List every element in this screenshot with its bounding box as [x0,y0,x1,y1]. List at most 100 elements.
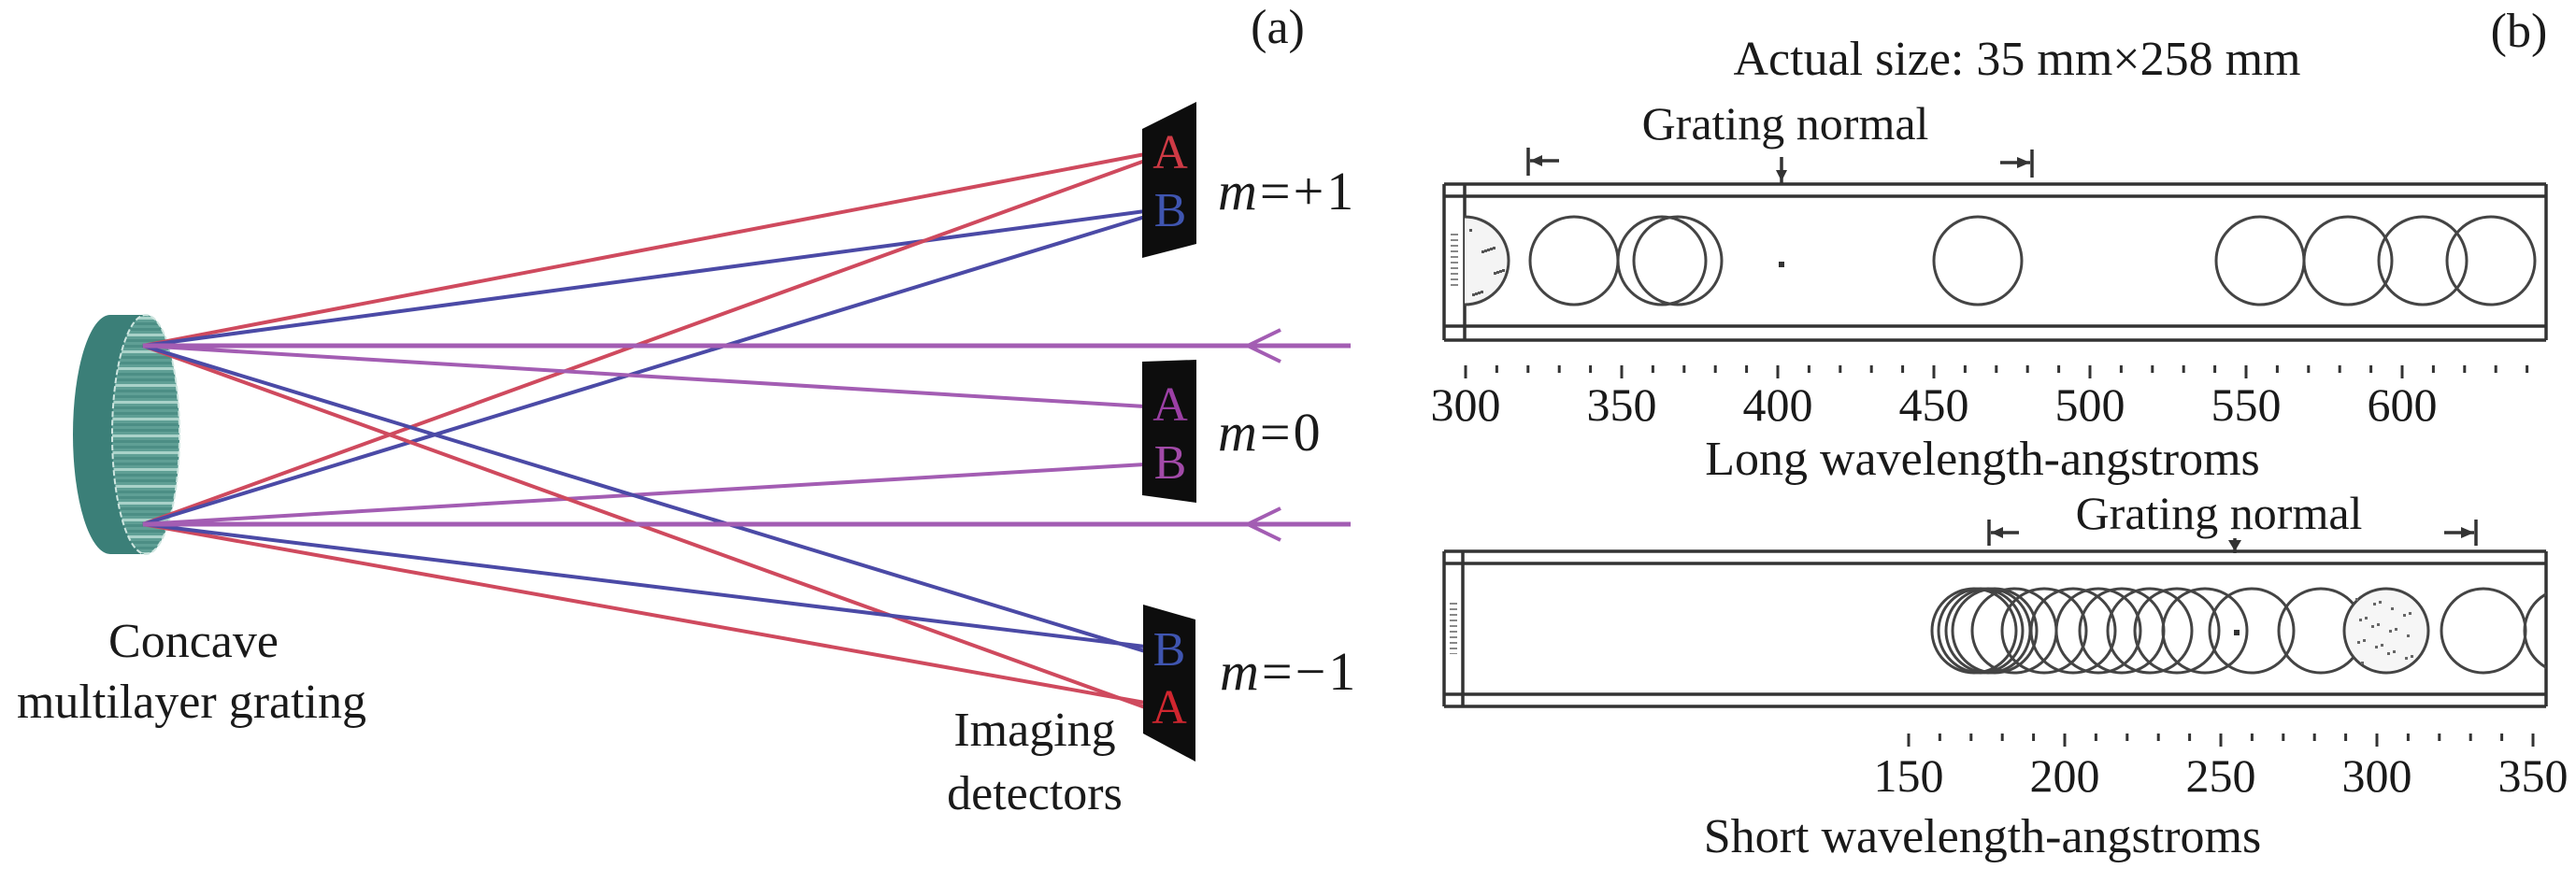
tick-label: 450 [1899,378,1969,431]
grating-label-line1: Concave [108,615,279,668]
spectral-image [2029,587,2117,675]
spectral-image [2445,215,2537,306]
spectral-image [2161,587,2249,675]
diffracted-ray [142,159,1146,526]
grating-groove [112,401,179,404]
grating-groove [112,451,179,454]
speckle [2405,657,2408,660]
grating-groove [112,496,179,499]
speckle [2379,601,2382,604]
image-b: B [1154,436,1187,490]
grating-groove [112,429,179,432]
tick-label: 400 [1743,378,1813,431]
speckle [1481,250,1484,253]
speckle [2365,617,2368,620]
speckle [2375,646,2378,648]
tick-label: 550 [2211,378,2282,431]
spectral-image [1932,215,2024,306]
diffracted-ray [142,522,1146,705]
grating-groove [112,322,179,325]
grating-groove [112,390,179,392]
center-mark [2234,630,2240,635]
speckle [1494,272,1496,275]
spectral-image [2106,587,2194,675]
spectral-image [1632,215,1724,306]
detector-zero-order: A B m=0 [1142,360,1324,503]
spectral-image [2054,587,2142,675]
tick-label: 300 [2342,749,2412,802]
grating-groove [112,378,179,381]
tick-label: 350 [1587,378,1657,431]
spectral-image [2523,592,2546,669]
grating-normal-label: Grating normal [2076,487,2363,539]
spectral-image-dotted [2342,587,2430,675]
arrow-left-icon [1243,328,1281,363]
grating-normal-label: Grating normal [1642,97,1929,150]
speckle [2377,623,2380,626]
grating-groove [112,507,179,510]
speckle [2361,662,2364,664]
grating-groove [112,547,179,549]
grating-groove [112,412,179,415]
grating-groove [112,446,179,449]
grating-groove [112,317,179,320]
image-a: A [1152,681,1187,734]
actual-size-label: Actual size: 35 mm×258 mm [1733,33,2300,86]
range-start-marker-icon [1526,148,1559,176]
grating-groove [112,468,179,471]
spectral-image [2000,587,2088,675]
grating-groove [112,434,179,437]
spectral-image [2302,215,2394,306]
speckle [1499,270,1502,273]
grating-groove [112,367,179,370]
grating-groove [112,362,179,364]
grating-groove [112,384,179,387]
diffracted-ray [142,152,1146,348]
grating-groove [112,418,179,420]
speckle [2409,612,2411,615]
diffracted-ray [142,215,1146,526]
short-axis-title: Short wavelength-angstroms [1704,810,2261,863]
spectral-image [2133,587,2221,675]
grating-groove [112,406,179,409]
grating-label-line2: multilayer grating [17,676,366,729]
tick-label: 300 [1431,378,1501,431]
incoming-beam-upper [143,328,1351,363]
tick-label: 350 [2498,749,2569,802]
speckle [2381,644,2383,647]
detector-minus-1: B A m=−1 [1143,605,1355,762]
order-label-zero: m=0 [1218,402,1324,463]
long-axis-title: Long wavelength-angstroms [1705,433,2260,486]
short-wavelength-strip: Grating normal 15 [1442,487,2569,863]
grating-groove [112,350,179,353]
speckle [1469,229,1472,232]
speckle [1478,292,1481,294]
grating-groove [112,440,179,443]
speckle [2357,641,2360,644]
speckle [2395,628,2397,631]
speckle [2359,619,2362,621]
speckle [2389,630,2392,633]
range-end-marker-icon [2444,520,2478,546]
grating-groove [112,502,179,505]
panel-b: (b) Actual size: 35 mm×258 mm Grating no… [1431,5,2569,863]
spectral-image [2208,587,2296,675]
long-wavelength-strip: Grating normal 30 [1431,97,2548,486]
grating-groove [112,395,179,398]
tick-label: 500 [2055,378,2125,431]
speckle [2393,650,2396,653]
tick-label: 150 [1874,749,1944,802]
tick-label: 200 [2030,749,2100,802]
grating-groove [112,463,179,465]
grating-groove [112,535,179,538]
panel-a-label: (a) [1251,1,1305,54]
grating-groove [112,485,179,488]
tick-label: 250 [2186,749,2256,802]
detectors-label-line2: detectors [947,767,1123,820]
image-a: A [1152,378,1188,432]
order-label-plus-1: m=+1 [1218,161,1356,221]
grating-groove [112,530,179,533]
image-b: B [1153,623,1186,677]
